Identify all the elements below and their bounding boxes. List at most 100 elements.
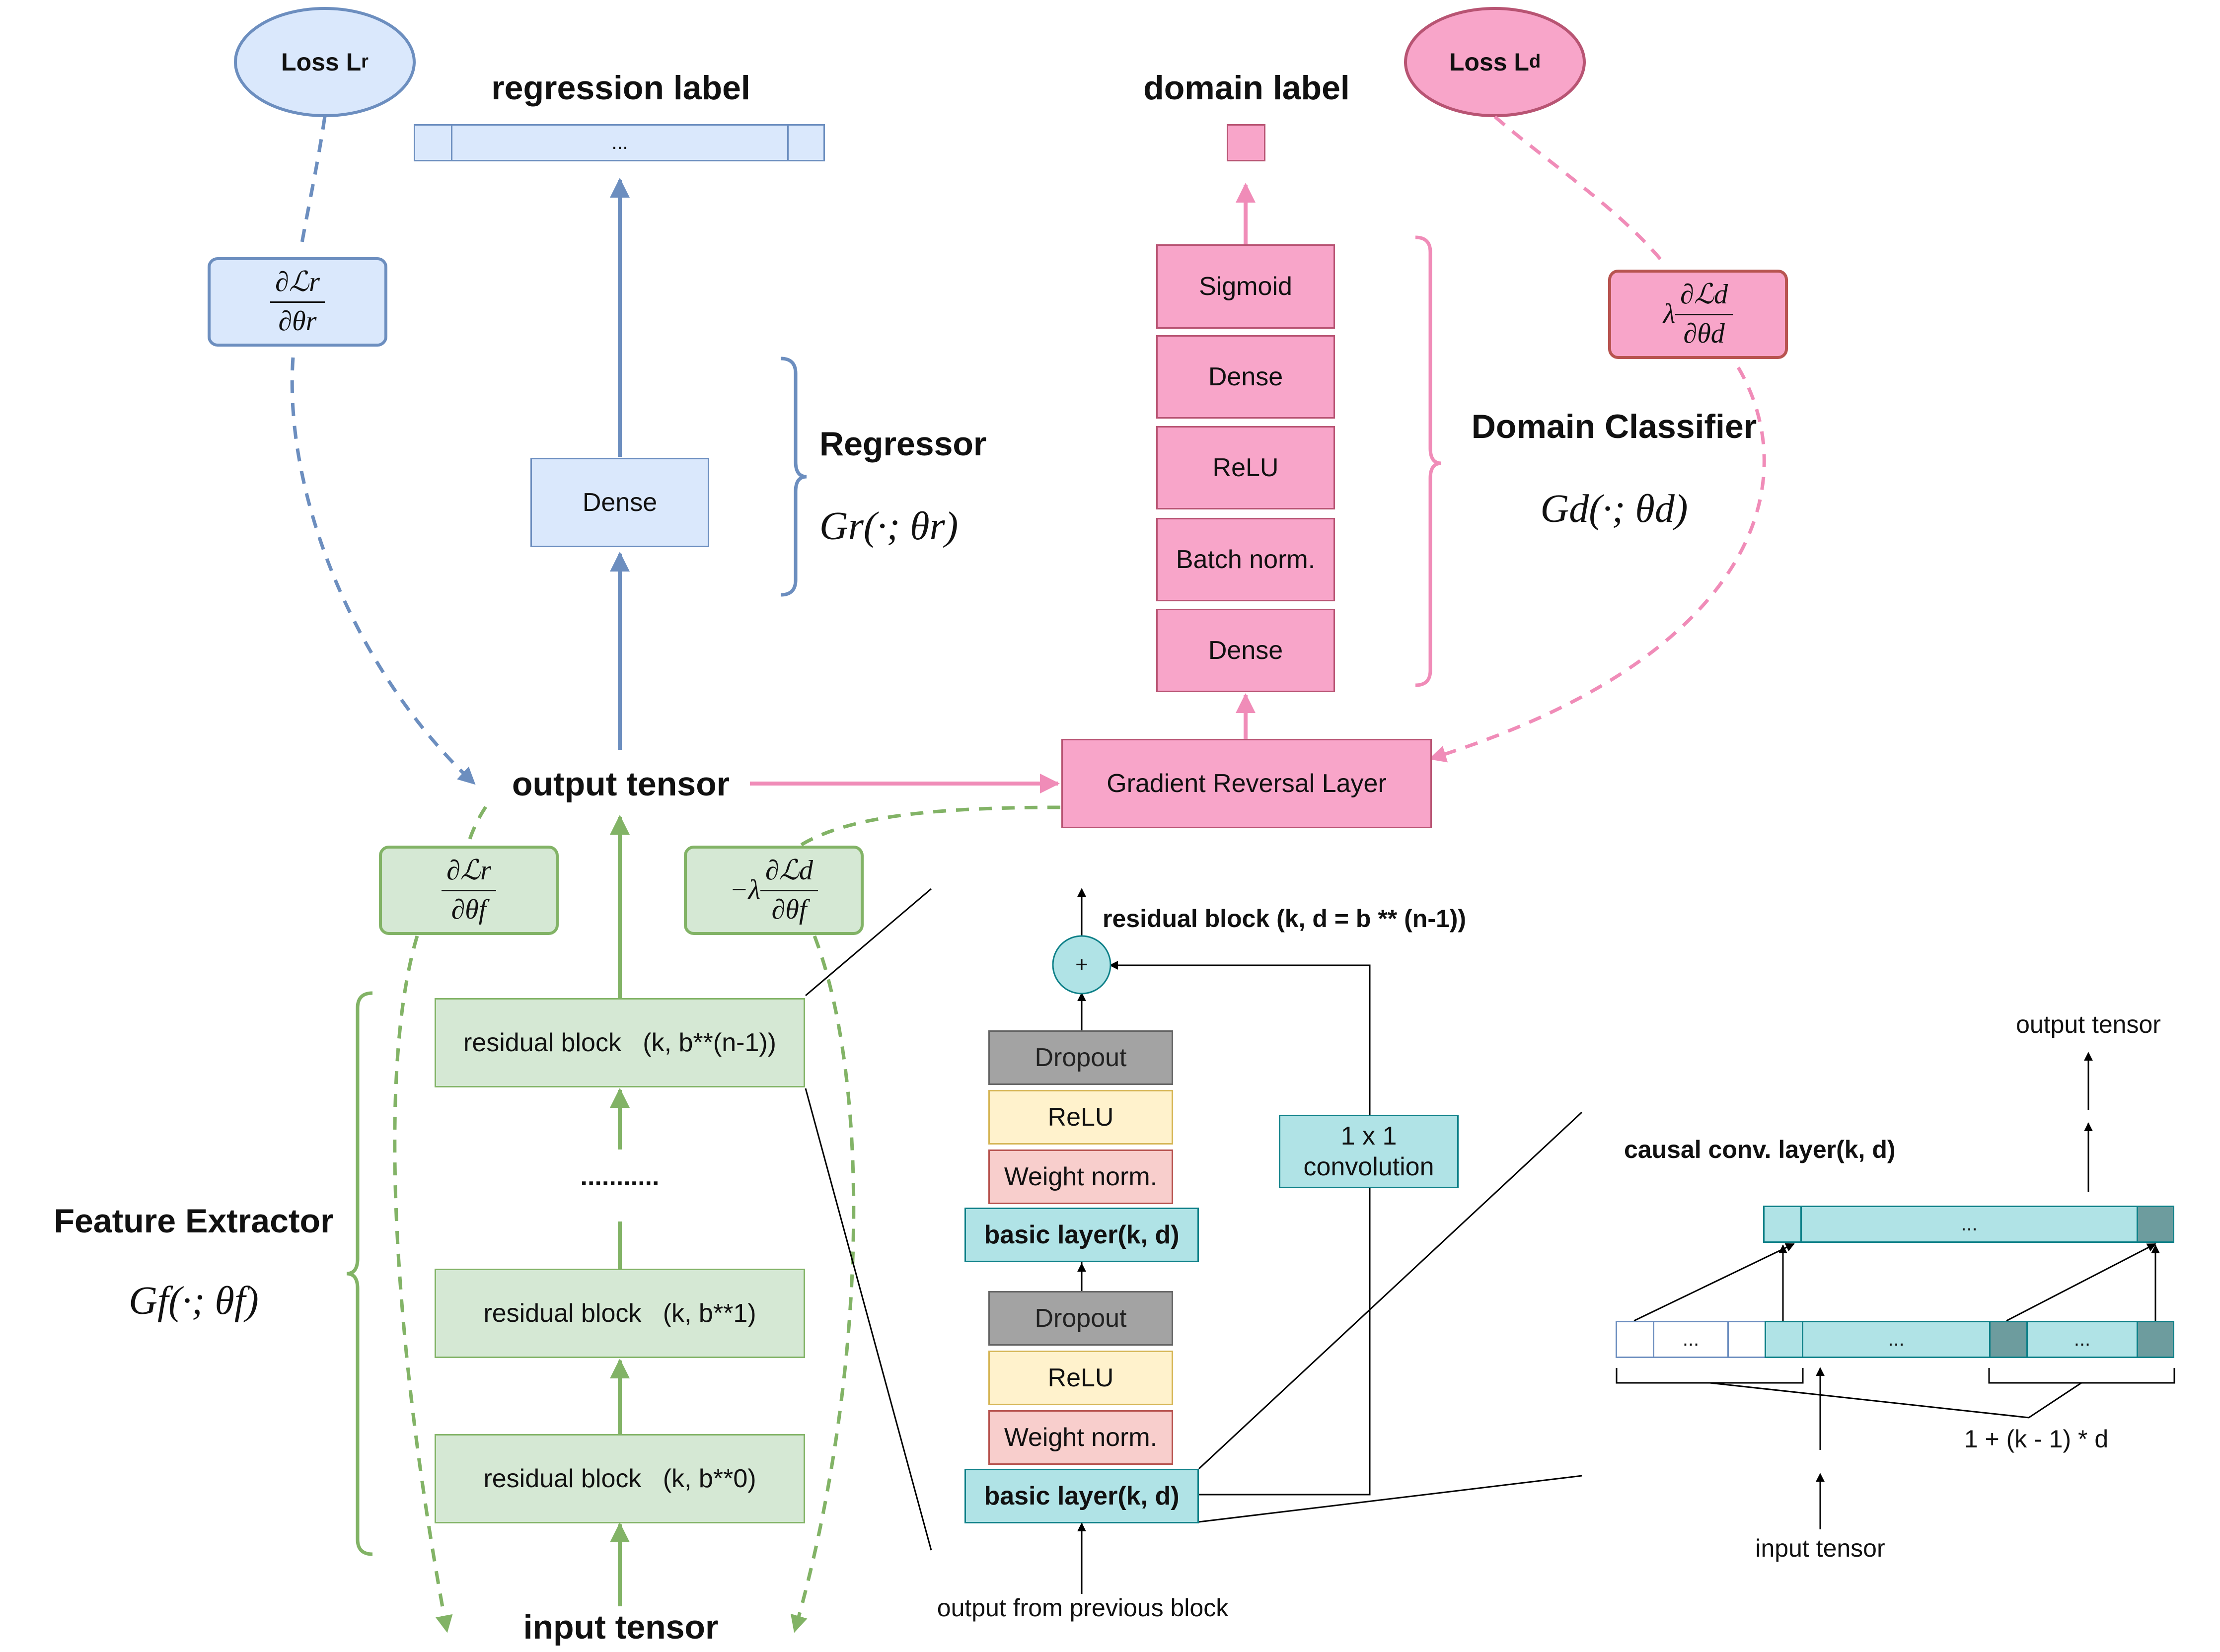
domain-classifier-formula: Gd(·; θd) [1540,487,1688,531]
grad-r-theta-r-fraction: ∂ℒr∂θr [270,266,325,338]
domain-classifier-brace [1415,235,1442,687]
feature-extractor-title: Feature Extractor [54,1202,334,1240]
causal-edge-3 [2006,1243,2156,1322]
dropout-upper: Dropout [988,1030,1173,1085]
domain-label-cell [1227,124,1265,161]
causal-output-tensor-label: output tensor [2016,1010,2161,1038]
weight-norm-upper: Weight norm. [988,1149,1173,1204]
plus-symbol: + [1075,952,1088,977]
feature-extractor-formula: Gf(·; θf) [129,1279,259,1323]
in-cell-middle-2: ... [2026,1321,2138,1358]
regressor-title: Regressor [819,425,987,463]
grad-r-theta-f-fraction: ∂ℒr∂θf [442,854,496,926]
relu-upper: ReLU [988,1090,1173,1145]
grad-r-theta-r-den: ∂θr [278,305,317,337]
regression-label-title: regression label [491,69,750,107]
dc-layer-dense-upper: Dense [1156,335,1335,419]
dropout-lower: Dropout [988,1291,1173,1346]
residual-block-n: residual block (k, b**(n-1)) [435,998,805,1087]
zoom-line-bottom [805,1088,932,1551]
receptive-field-label: 1 + (k - 1) * d [1964,1425,2109,1453]
loss-d-ellipse [1404,7,1586,117]
loss-r-subscript: r [361,51,369,72]
receptive-bracket-right [1988,1368,2175,1384]
dashed-loss-d-gradient [1430,115,1766,759]
loss-r-ellipse [234,7,416,117]
dashed-r-theta-f-gradient [393,806,487,1631]
in-cell-dark-2 [2137,1321,2174,1358]
zoom-line-causal-bottom [1198,1475,1582,1523]
out-cell-first [1763,1206,1802,1243]
dc-layer-sigmoid: Sigmoid [1156,244,1335,329]
regressor-dense-box: Dense [530,458,709,547]
domain-classifier-title: Domain Classifier [1471,408,1757,446]
grad-d-theta-f-num: ∂ℒd [760,854,818,891]
basic-layer-lower: basic layer(k, d) [964,1469,1199,1523]
causal-output-row: ... [1763,1206,2174,1243]
grad-d-theta-d-num: ∂ℒd [1675,278,1733,315]
dc-layer-relu: ReLU [1156,426,1335,509]
in-cell-dark-1 [1989,1321,2028,1358]
in-cell-first [1765,1321,1803,1358]
causal-edge-1 [1633,1243,1795,1322]
loss-r-text: Loss L [281,48,362,76]
out-cell-last [2137,1206,2174,1243]
loss-d-text: Loss L [1449,48,1529,76]
grad-d-theta-d-fraction: ∂ℒd∂θd [1675,278,1733,350]
grad-d-theta-d-den: ∂θd [1683,318,1725,349]
grad-d-theta-f-den: ∂θf [771,894,807,925]
causal-input-tensor-label: input tensor [1755,1534,1885,1562]
conv1x1-line1: 1 x 1 [1340,1121,1397,1150]
regression-label-vector: ... [414,124,825,161]
feature-extractor-brace [346,991,373,1556]
pad-cell-1 [1616,1321,1654,1358]
grad-r-theta-r-box: ∂ℒr∂θr [208,257,387,347]
regression-cell-first [414,124,452,161]
residual-block-1: residual block (k, b**1) [435,1269,805,1358]
receptive-bracket-join [1709,1382,2082,1419]
grad-r-theta-r-num: ∂ℒr [270,266,325,303]
residual-block-0: residual block (k, b**0) [435,1434,805,1523]
grad-d-theta-d-prefix: λ [1663,298,1676,330]
causal-input-row: ... ... ... [1616,1321,2174,1358]
grad-r-theta-f-box: ∂ℒr∂θf [379,846,559,935]
zoom-line-top [805,888,932,997]
regression-cell-last [787,124,825,161]
blocks-ellipsis: ........... [580,1162,660,1191]
regression-cell-middle: ... [451,124,789,161]
basic-layer-upper: basic layer(k, d) [964,1208,1199,1262]
residual-detail-title: residual block (k, d = b ** (n-1)) [1103,905,1467,933]
skip-connection-path [1110,965,1371,1496]
domain-label-title: domain label [1143,69,1350,107]
in-cell-middle: ... [1802,1321,1991,1358]
plus-node [1052,935,1111,995]
pad-cell-2 [1727,1321,1766,1358]
weight-norm-lower: Weight norm. [988,1410,1173,1465]
dashed-d-theta-f-gradient [795,805,1061,1631]
dc-layer-dense-lower: Dense [1156,609,1335,692]
pad-cell-dots: ... [1653,1321,1729,1358]
prev-block-caption: output from previous block [937,1593,1229,1622]
grad-d-theta-d-box: λ ∂ℒd∂θd [1608,270,1788,359]
loss-d-subscript: d [1529,51,1541,72]
receptive-bracket-left [1616,1368,1804,1384]
grad-d-theta-f-prefix: −λ [729,874,761,906]
relu-lower: ReLU [988,1351,1173,1405]
grad-d-theta-f-fraction: ∂ℒd∂θf [760,854,818,926]
regressor-brace [780,357,807,597]
zoom-line-causal-top [1198,1111,1583,1470]
dc-layer-batch-norm: Batch norm. [1156,518,1335,601]
grad-d-theta-f-box: −λ ∂ℒd∂θf [684,846,864,935]
out-cell-middle: ... [1800,1206,2138,1243]
grad-r-theta-f-den: ∂θf [451,894,487,925]
regressor-formula: Gr(·; θr) [819,504,959,548]
grad-r-theta-f-num: ∂ℒr [442,854,496,891]
input-tensor-label: input tensor [523,1608,719,1646]
causal-detail-title: causal conv. layer(k, d) [1624,1136,1896,1163]
dashed-loss-r-gradient [290,116,474,784]
gradient-reversal-layer: Gradient Reversal Layer [1061,739,1432,828]
